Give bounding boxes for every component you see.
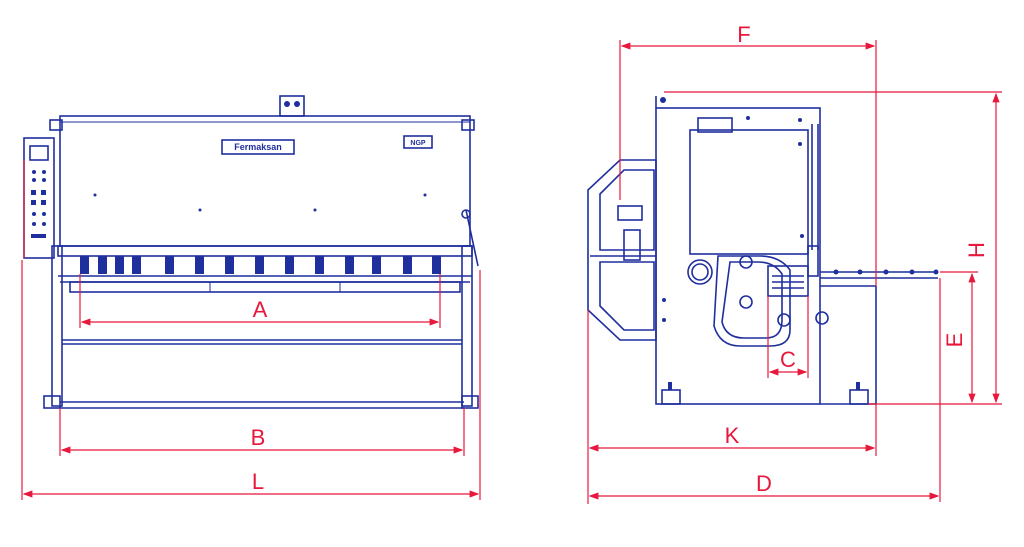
dimension-c-label: C: [780, 347, 796, 372]
model-badge: [403, 135, 433, 149]
dimension-f: F: [619, 22, 877, 286]
control-buttons: [31, 170, 46, 238]
hold-down-clamps: [80, 256, 441, 274]
top-valve-block: [279, 95, 305, 117]
dimension-k: K: [587, 310, 877, 504]
left-column: [51, 245, 63, 407]
dimension-a-label: A: [253, 297, 268, 322]
dimension-e-label: E: [942, 333, 967, 348]
dimension-h: H: [664, 91, 1002, 405]
dimension-f-label: F: [737, 22, 750, 47]
dimension-c: C: [767, 296, 809, 378]
blade-assembly: [767, 265, 809, 297]
brand-logo: [221, 139, 295, 155]
right-column: [461, 245, 473, 407]
hold-down-beam: [57, 245, 473, 257]
brand-logo-text: Fermaksan: [234, 142, 282, 152]
dimension-d-label: D: [756, 471, 772, 496]
model-badge-text: NGP: [410, 140, 426, 147]
dimension-e: E: [940, 271, 978, 404]
dimension-b-label: B: [251, 425, 266, 450]
front-view: Fermaksan NGP: [21, 95, 481, 500]
dimension-a: A: [79, 274, 441, 328]
dimension-b: B: [59, 408, 465, 456]
dimension-l: L: [21, 260, 481, 500]
dimension-d: D: [588, 278, 941, 502]
dimension-l-label: L: [252, 469, 264, 494]
side-view: F H E C K: [587, 22, 1002, 504]
control-panel: [23, 137, 55, 259]
front-support-arm: [587, 159, 657, 341]
blade-holder: [713, 255, 791, 347]
hydraulic-unit: [689, 129, 809, 255]
control-display: [29, 145, 49, 161]
dimension-h-label: H: [964, 242, 989, 258]
dimension-k-label: K: [725, 423, 740, 448]
